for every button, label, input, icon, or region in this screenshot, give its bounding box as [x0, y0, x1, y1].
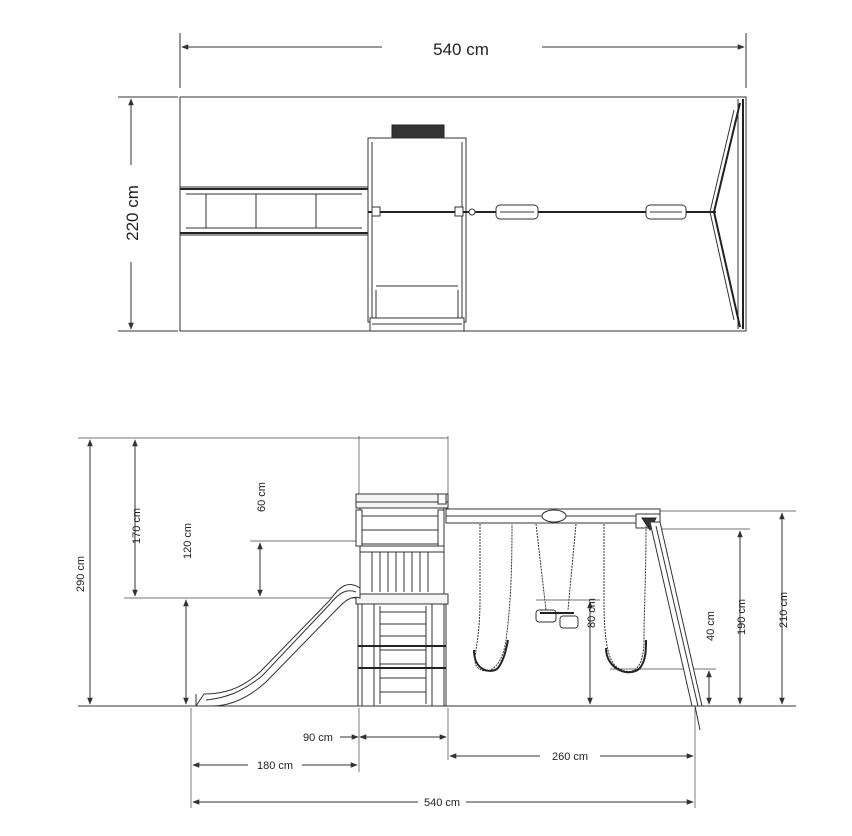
side-slide — [195, 584, 361, 707]
dim-slide-length: 180 cm — [192, 760, 358, 772]
dim-trapeze-height: 80 cm — [586, 598, 598, 705]
side-swing-belt-left — [473, 523, 513, 672]
platform-height-label: 120 cm — [182, 523, 194, 559]
trapeze-height-label: 80 cm — [586, 598, 598, 628]
roof-height-label: 170 cm — [131, 508, 143, 544]
top-view: 540 cm 220 cm — [118, 33, 747, 332]
top-width-label: 540 cm — [433, 40, 489, 59]
top-width-dimension: 540 cm — [179, 33, 747, 88]
dim-swing-height: 190 cm — [736, 530, 748, 705]
side-swing-leg — [649, 521, 703, 731]
dim-beam-height: 210 cm — [778, 512, 790, 705]
dim-swing-span: 260 cm — [449, 751, 694, 763]
tower-width-label: 90 cm — [303, 732, 333, 744]
side-trapeze — [535, 523, 579, 629]
top-depth-label: 220 cm — [123, 185, 142, 241]
slide-length-label: 180 cm — [257, 760, 293, 772]
top-a-frame — [709, 99, 744, 329]
dim-tower-width: 90 cm — [303, 732, 447, 744]
dim-roof-height: 170 cm — [131, 439, 143, 597]
side-swing-beam — [445, 508, 661, 531]
side-tower — [355, 493, 449, 707]
top-slide — [179, 186, 369, 236]
top-depth-dimension: 220 cm — [118, 96, 178, 332]
total-height-label: 290 cm — [75, 556, 87, 592]
swing-span-label: 260 cm — [552, 751, 588, 763]
top-tower — [367, 124, 467, 332]
swing-height-label: 190 cm — [736, 599, 748, 635]
wall-height-label: 60 cm — [256, 482, 268, 512]
side-swing-belt-right — [603, 523, 647, 674]
side-view: 290 cm 170 cm 120 cm 60 cm 80 cm 40 cm — [75, 436, 796, 809]
top-swing-beam — [466, 204, 716, 220]
dim-seat-height: 40 cm — [705, 611, 717, 705]
dim-total-height: 290 cm — [75, 439, 93, 705]
seat-height-label: 40 cm — [705, 611, 717, 641]
dim-wall-height: 60 cm — [256, 482, 268, 597]
dim-platform-height: 120 cm — [182, 523, 194, 705]
dim-total-width: 540 cm — [192, 797, 694, 809]
beam-height-label: 210 cm — [778, 592, 790, 628]
total-width-label: 540 cm — [424, 797, 460, 809]
